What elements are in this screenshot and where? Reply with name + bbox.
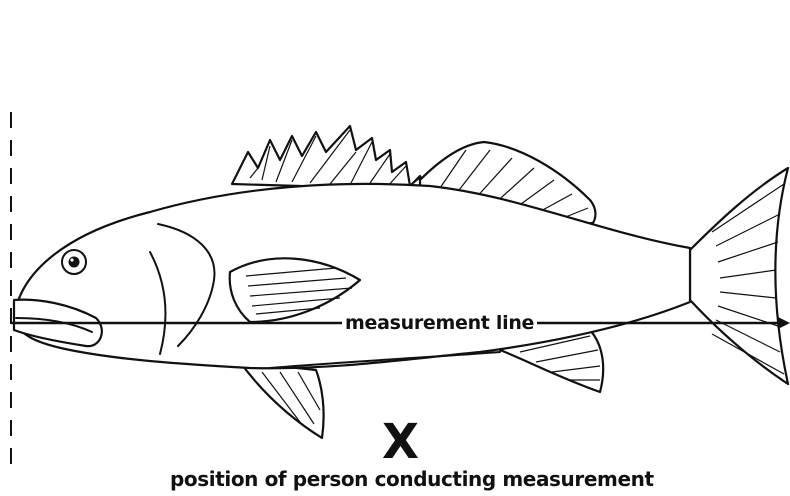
person-position-marker: X bbox=[382, 418, 419, 466]
fish-illustration-icon bbox=[14, 126, 788, 438]
caudal-fin bbox=[690, 168, 788, 384]
person-position-caption: position of person conducting measuremen… bbox=[170, 467, 640, 491]
pelvic-fin bbox=[240, 362, 324, 438]
measurement-line-label: measurement line bbox=[342, 312, 537, 334]
fish-eye bbox=[62, 250, 86, 274]
